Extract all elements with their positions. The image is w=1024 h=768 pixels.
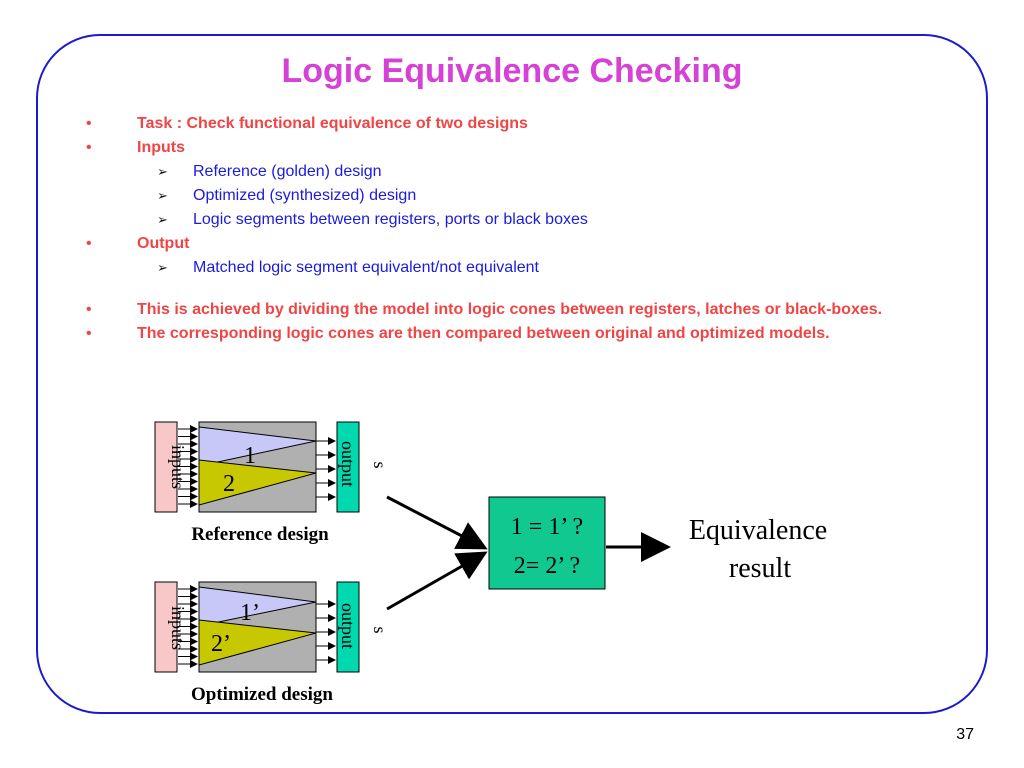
reference-cone-1 <box>198 426 317 467</box>
bullet-text: Optimized (synthesized) design <box>193 187 417 204</box>
optimized-design: inputs 1’ 2’ output s Optimized design <box>154 581 390 705</box>
bullet-text: Task : Check functional equivalence of t… <box>137 115 528 132</box>
optimized-inputs-box <box>154 581 178 673</box>
bullet-item: • Output <box>86 234 956 253</box>
bullet-dot-icon: • <box>86 235 92 252</box>
page-number: 37 <box>956 726 974 743</box>
optimized-inputs-label: inputs <box>168 606 188 650</box>
bullet-item: • Task : Check functional equivalence of … <box>86 114 956 133</box>
bullet-text: Reference (golden) design <box>193 163 382 180</box>
bullet-text: Logic segments between registers, ports … <box>193 211 588 228</box>
result-line-2: result <box>729 553 791 584</box>
result-line-1: Equivalence <box>689 515 827 546</box>
optimized-to-compare-arrow <box>386 551 488 611</box>
compare-line-2: 2= 2’ ? <box>514 553 580 579</box>
sub-bullet-item: ➢ Optimized (synthesized) design <box>86 186 956 205</box>
reference-input-arrows <box>178 425 198 508</box>
reference-outputs-suffix: s <box>370 461 390 468</box>
reference-cone-2-label: 2 <box>223 471 235 497</box>
optimized-design-caption: Optimized design <box>191 684 333 705</box>
optimized-cone-2 <box>198 619 317 666</box>
optimized-cone-1 <box>198 586 317 627</box>
reference-to-compare-arrow <box>386 495 488 550</box>
slide-title: Logic Equivalence Checking <box>281 52 743 90</box>
reference-cone-2 <box>198 459 317 506</box>
reference-cone-1-label: 1 <box>244 443 256 469</box>
sub-bullet-item: ➢ Logic segments between registers, ports… <box>86 210 956 229</box>
sub-bullet-item: ➢ Reference (golden) design <box>86 162 956 181</box>
arrowhead-bullet-icon: ➢ <box>157 260 168 275</box>
optimized-output-arrows <box>316 600 336 664</box>
reference-outputs-box <box>336 421 360 513</box>
bullet-dot-icon: • <box>86 115 92 132</box>
bullet-dot-icon: • <box>86 301 92 318</box>
bullet-dot-icon: • <box>86 139 92 156</box>
bullet-list: • Task : Check functional equivalence of … <box>86 114 956 348</box>
bullet-item: • Inputs <box>86 138 956 157</box>
optimized-cone-1-label: 1’ <box>240 600 260 626</box>
compare-box <box>488 496 606 590</box>
sub-bullet-item: ➢ Matched logic segment equivalent/not eq… <box>86 258 956 277</box>
optimized-outputs-suffix: s <box>370 626 390 633</box>
arrowhead-bullet-icon: ➢ <box>157 164 168 179</box>
slide-frame <box>36 34 988 714</box>
reference-design-caption: Reference design <box>191 524 329 545</box>
bullet-item: • This is achieved by dividing the model … <box>86 300 956 319</box>
reference-inputs-box <box>154 421 178 513</box>
optimized-outputs-label: output <box>338 603 358 649</box>
optimized-outputs-box <box>336 581 360 673</box>
bullet-text: Matched logic segment equivalent/not equ… <box>193 259 539 276</box>
bullet-text: This is achieved by dividing the model i… <box>137 301 883 318</box>
bullet-text: Output <box>137 235 190 252</box>
reference-outputs-label: output <box>338 441 358 487</box>
reference-design: inputs 1 2 output s Reference design <box>154 421 390 545</box>
arrowhead-bullet-icon: ➢ <box>157 212 168 227</box>
compare-line-1: 1 = 1’ ? <box>511 514 583 540</box>
arrowhead-bullet-icon: ➢ <box>157 188 168 203</box>
reference-output-arrows <box>316 437 336 501</box>
bullet-text: Inputs <box>137 139 185 156</box>
bullet-text: The corresponding logic cones are then c… <box>137 325 830 342</box>
optimized-input-arrows <box>178 585 198 668</box>
bullet-item: • The corresponding logic cones are then … <box>86 324 956 343</box>
bullet-dot-icon: • <box>86 325 92 342</box>
optimized-cone-2-label: 2’ <box>211 631 231 657</box>
